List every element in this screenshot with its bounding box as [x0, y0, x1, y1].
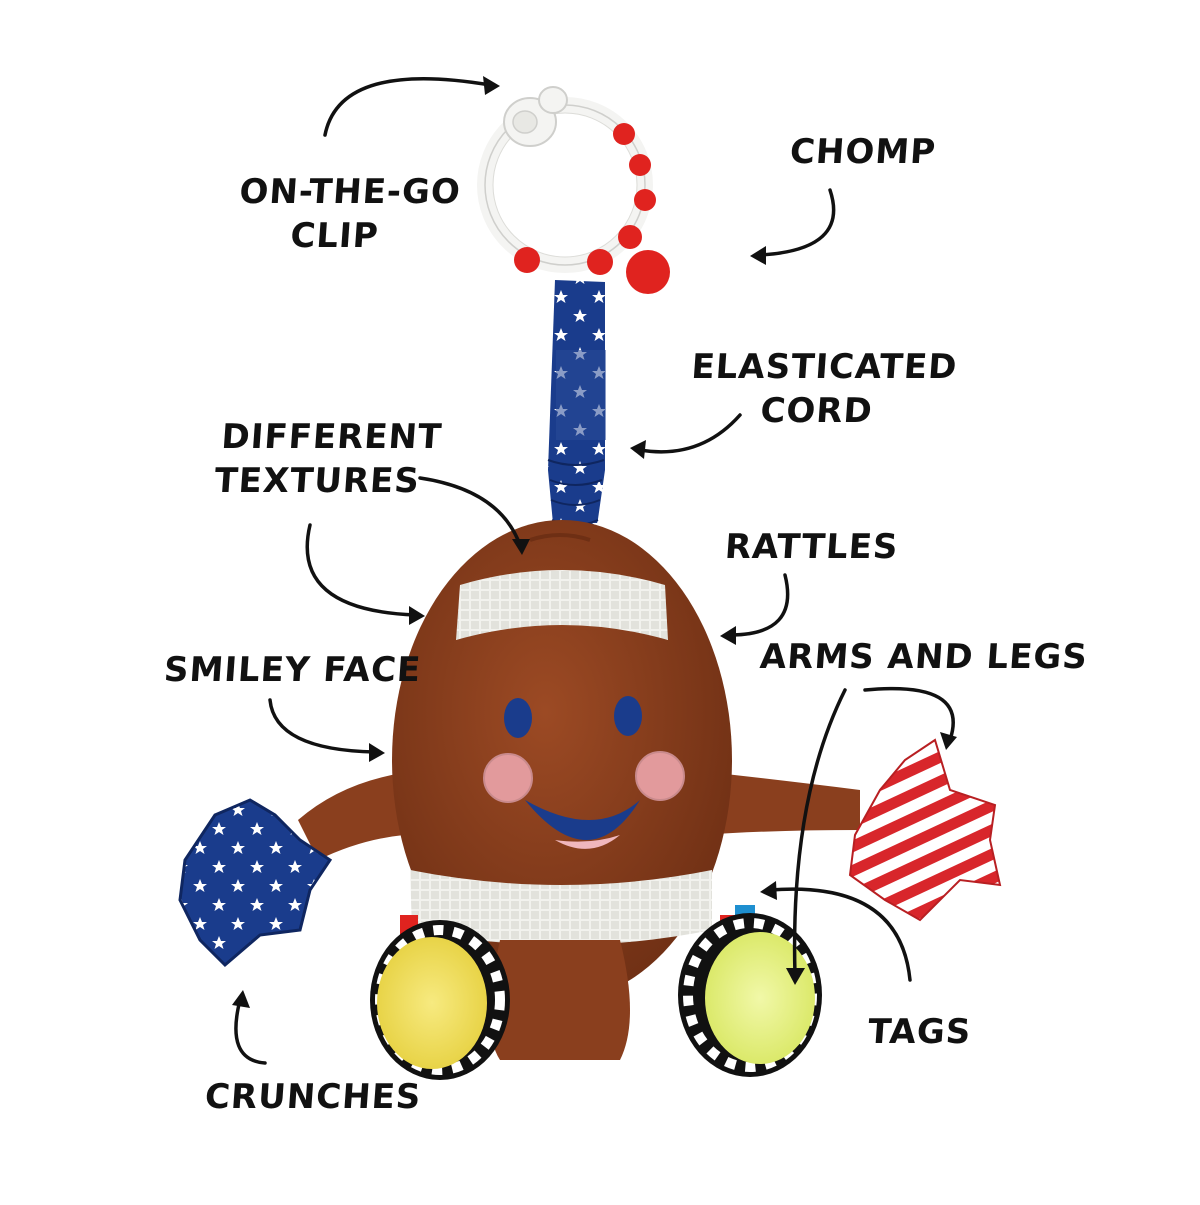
label-on-the-go-clip-line2: CLIP [289, 216, 381, 256]
left-arm [178, 770, 440, 968]
label-different-textures: DIFFERENT TEXTURES [213, 415, 444, 503]
callout-arrows [232, 76, 957, 1065]
right-arm [690, 738, 1002, 922]
label-elasticated-cord: ELASTICATED CORD [687, 345, 959, 433]
clip-ring [477, 86, 670, 294]
smiley-face [483, 696, 685, 849]
label-elasticated-cord-line2: CORD [759, 391, 875, 431]
label-on-the-go-clip-line1: ON-THE-GO [238, 172, 463, 212]
label-different-textures-line1: DIFFERENT [220, 417, 444, 457]
legs [370, 913, 822, 1080]
label-different-textures-line2: TEXTURES [213, 461, 422, 501]
label-arms-and-legs: ARMS AND LEGS [758, 637, 1090, 677]
label-smiley-face: SMILEY FACE [162, 650, 423, 690]
football-body [392, 520, 732, 1000]
label-tags: TAGS [866, 1012, 973, 1052]
label-rattles: RATTLES [723, 527, 900, 567]
label-elasticated-cord-line1: ELASTICATED [690, 347, 959, 387]
label-chomp: CHOMP [788, 132, 938, 172]
label-on-the-go-clip: ON-THE-GO CLIP [235, 170, 462, 258]
label-crunches: CRUNCHES [203, 1077, 423, 1117]
elastic-strap [547, 280, 606, 545]
